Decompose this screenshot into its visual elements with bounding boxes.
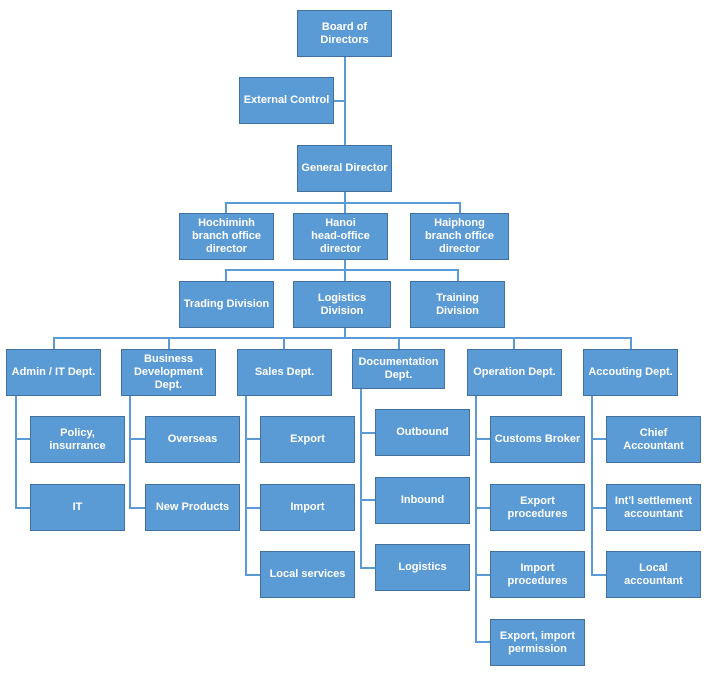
connector-line (475, 438, 491, 440)
connector-line (15, 438, 31, 440)
haiphong-director-box: Haiphong branch office director (410, 213, 509, 260)
logistics-box: Logistics (375, 544, 470, 591)
training-division-box: Training Division (410, 281, 505, 328)
connector-line (129, 438, 145, 440)
connector-line (459, 202, 461, 214)
connector-line (591, 574, 607, 576)
connector-line (225, 202, 460, 204)
connector-line (475, 574, 491, 576)
export-procedures-box: Export procedures (490, 484, 585, 531)
connector-line (457, 269, 459, 281)
connector-line (344, 56, 346, 146)
connector-line (334, 100, 345, 102)
connector-line (591, 507, 607, 509)
connector-line (168, 337, 170, 349)
local-services-box: Local services (260, 551, 355, 598)
chief-accountant-box: Chief Accountant (606, 416, 701, 463)
intl-settlement-accountant-box: Int'l settlement accountant (606, 484, 701, 531)
connector-line (344, 269, 346, 281)
outbound-box: Outbound (375, 409, 470, 456)
connector-line (245, 438, 261, 440)
logistics-division-box: Logistics Division (293, 281, 391, 328)
connector-line (344, 192, 346, 203)
import-box: Import (260, 484, 355, 531)
documentation-dept-box: Documentation Dept. (352, 349, 445, 389)
inbound-box: Inbound (375, 477, 470, 524)
trading-division-box: Trading Division (179, 281, 274, 328)
connector-line (591, 438, 607, 440)
customs-broker-box: Customs Broker (490, 416, 585, 463)
connector-line (475, 507, 491, 509)
sales-dept-box: Sales Dept. (237, 349, 332, 396)
connector-line (344, 327, 346, 338)
board-of-directors-box: Board of Directors (297, 10, 392, 57)
connector-line (360, 432, 376, 434)
it-box: IT (30, 484, 125, 531)
connector-line (360, 499, 376, 501)
connector-line (245, 574, 261, 576)
connector-line (129, 507, 145, 509)
connector-line (225, 202, 227, 214)
new-products-box: New Products (145, 484, 240, 531)
connector-line (53, 337, 55, 349)
connector-line (225, 269, 227, 281)
connector-line (15, 396, 17, 509)
general-director-box: General Director (297, 145, 392, 192)
connector-line (245, 507, 261, 509)
connector-line (245, 396, 247, 576)
connector-line (53, 337, 631, 339)
import-procedures-box: Import procedures (490, 551, 585, 598)
export-box: Export (260, 416, 355, 463)
connector-line (344, 260, 346, 270)
connector-line (360, 567, 376, 569)
policy-insurance-box: Policy, insurrance (30, 416, 125, 463)
connector-line (513, 337, 515, 349)
connector-line (475, 641, 491, 643)
connector-line (15, 507, 31, 509)
external-control-box: External Control (239, 77, 334, 124)
export-import-permission-box: Export, import permission (490, 619, 585, 666)
overseas-box: Overseas (145, 416, 240, 463)
connector-line (630, 337, 632, 349)
connector-line (283, 337, 285, 349)
hanoi-director-box: Hanoi head-office director (293, 213, 388, 260)
admin-it-dept-box: Admin / IT Dept. (6, 349, 101, 396)
business-development-dept-box: Business Development Dept. (121, 349, 216, 396)
connector-line (475, 396, 477, 643)
connector-line (225, 269, 458, 271)
connector-line (129, 396, 131, 509)
accounting-dept-box: Accouting Dept. (583, 349, 678, 396)
local-accountant-box: Local accountant (606, 551, 701, 598)
connector-line (398, 337, 400, 349)
connector-line (344, 202, 346, 214)
connector-line (591, 396, 593, 576)
hochiminh-director-box: Hochiminh branch office director (179, 213, 274, 260)
operation-dept-box: Operation Dept. (467, 349, 562, 396)
connector-line (360, 389, 362, 569)
